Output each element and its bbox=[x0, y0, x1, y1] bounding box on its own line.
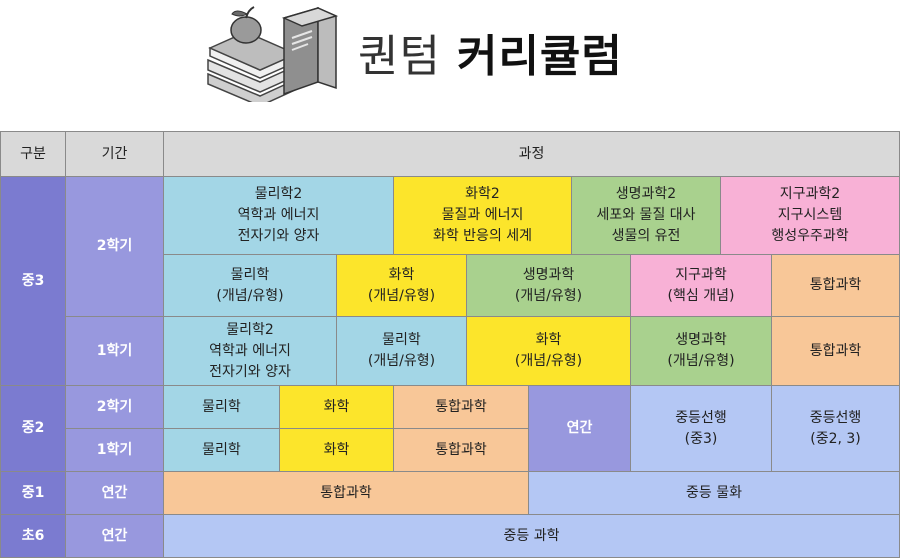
course-science: 중등 과학 bbox=[163, 514, 900, 558]
semester-m2-2: 2학기 bbox=[65, 385, 164, 429]
semester-m1-annual: 연간 bbox=[65, 471, 164, 515]
books-apple-icon bbox=[207, 6, 339, 102]
level-e6: 초6 bbox=[0, 514, 66, 558]
course-chem: 화학 (개념/유형) bbox=[466, 316, 631, 386]
course-integrated: 통합과학 bbox=[393, 428, 529, 472]
course-bio: 생명과학 (개념/유형) bbox=[466, 254, 631, 317]
course-physics2: 물리학2 역학과 에너지 전자기와 양자 bbox=[163, 176, 394, 255]
level-m2: 중2 bbox=[0, 385, 66, 472]
page-title: 퀀텀 커리큘럼 bbox=[358, 12, 623, 92]
title-light: 퀀텀 bbox=[358, 31, 441, 82]
title-bold: 커리큘럼 bbox=[456, 31, 623, 82]
course-physics: 물리학 bbox=[163, 385, 280, 429]
course-chem: 화학 bbox=[279, 385, 394, 429]
course-chem2: 화학2 물질과 에너지 화학 반응의 세계 bbox=[393, 176, 572, 255]
semester-annual: 연간 bbox=[528, 385, 631, 472]
semester-m3-1: 1학기 bbox=[65, 316, 164, 386]
course-physics: 물리학 (개념/유형) bbox=[163, 254, 337, 317]
course-bio: 생명과학 (개념/유형) bbox=[630, 316, 772, 386]
course-chem: 화학 bbox=[279, 428, 394, 472]
course-advanced-m23: 중등선행 (중2, 3) bbox=[771, 385, 900, 472]
course-earth2: 지구과학2 지구시스템 행성우주과학 bbox=[720, 176, 900, 255]
course-chem: 화학 (개념/유형) bbox=[336, 254, 467, 317]
page-header: 퀀텀 커리큘럼 bbox=[0, 0, 900, 130]
course-integrated: 통합과학 bbox=[771, 254, 900, 317]
course-bio2: 생명과학2 세포와 물질 대사 생물의 유전 bbox=[571, 176, 721, 255]
course-physics: 물리학 (개념/유형) bbox=[336, 316, 467, 386]
course-integrated: 통합과학 bbox=[771, 316, 900, 386]
semester-e6-annual: 연간 bbox=[65, 514, 164, 558]
level-m1: 중1 bbox=[0, 471, 66, 515]
course-integrated: 통합과학 bbox=[393, 385, 529, 429]
semester-m2-1: 1학기 bbox=[65, 428, 164, 472]
level-m3: 중3 bbox=[0, 176, 66, 386]
course-advanced-m3: 중등선행 (중3) bbox=[630, 385, 772, 472]
semester-m3-2: 2학기 bbox=[65, 176, 164, 317]
col-header-category: 구분 bbox=[0, 131, 66, 177]
col-header-period: 기간 bbox=[65, 131, 164, 177]
course-physics-chem: 중등 물화 bbox=[528, 471, 900, 515]
course-physics2: 물리학2 역학과 에너지 전자기와 양자 bbox=[163, 316, 337, 386]
course-physics: 물리학 bbox=[163, 428, 280, 472]
course-integrated: 통합과학 bbox=[163, 471, 529, 515]
course-earth: 지구과학 (핵심 개념) bbox=[630, 254, 772, 317]
col-header-course: 과정 bbox=[163, 131, 900, 177]
curriculum-table: 구분 기간 과정 중3 2학기 1학기 물리학2 역학과 에너지 전자기와 양자… bbox=[0, 131, 900, 558]
